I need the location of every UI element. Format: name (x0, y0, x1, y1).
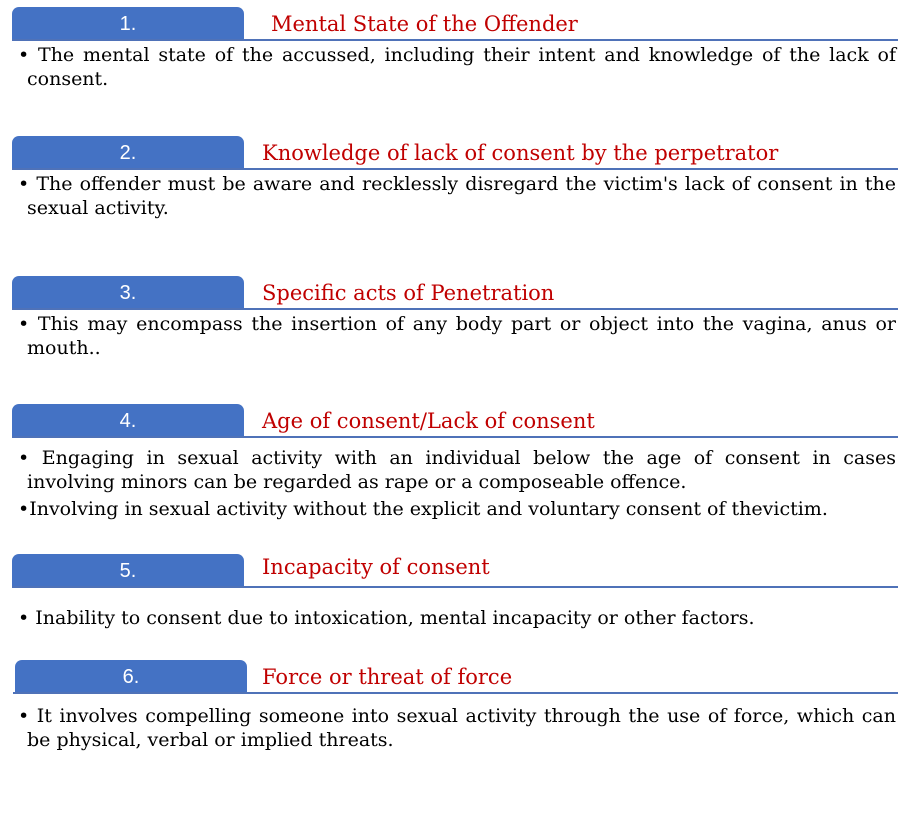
section-header: 4. Age of consent/Lack of consent (0, 404, 910, 438)
bullet-item: •Involving in sexual activity without th… (18, 498, 828, 520)
section-header: 3. Specific acts of Penetration (0, 276, 910, 310)
section-number-tab: 3. (12, 276, 244, 308)
section-number-tab: 4. (12, 404, 244, 436)
header-underline (13, 692, 898, 694)
bullet-item: • It involves compelling someone into se… (18, 705, 896, 751)
section-title: Specific acts of Penetration (262, 281, 555, 305)
section-title: Force or threat of force (262, 665, 513, 689)
header-underline (12, 168, 898, 170)
section-number-tab: 6. (15, 660, 247, 692)
section-6: 6. Force or threat of force • It involve… (0, 660, 910, 752)
section-5: 5. Incapacity of consent • Inability to … (0, 554, 910, 630)
section-body: • This may encompass the insertion of an… (18, 312, 896, 360)
section-header: 6. Force or threat of force (0, 660, 910, 694)
section-title: Incapacity of consent (262, 555, 490, 579)
section-body: • Engaging in sexual activity with an in… (18, 446, 896, 521)
bullet-item: • The offender must be aware and reckles… (18, 173, 896, 219)
bullet-item: • Engaging in sexual activity with an in… (18, 447, 896, 493)
bullet-item: • Inability to consent due to intoxicati… (18, 607, 755, 629)
section-title: Mental State of the Offender (271, 12, 578, 36)
section-number-tab: 5. (12, 554, 244, 586)
section-body: • Inability to consent due to intoxicati… (18, 606, 896, 630)
bullet-item: • The mental state of the accussed, incl… (18, 44, 896, 90)
section-1: 1. Mental State of the Offender • The me… (0, 7, 910, 91)
section-header: 1. Mental State of the Offender (0, 7, 910, 41)
section-body: • It involves compelling someone into se… (18, 704, 896, 752)
header-underline (12, 586, 898, 588)
section-2: 2. Knowledge of lack of consent by the p… (0, 136, 910, 220)
header-underline (12, 436, 898, 438)
header-underline (12, 308, 898, 310)
section-header: 2. Knowledge of lack of consent by the p… (0, 136, 910, 170)
header-underline (12, 39, 898, 41)
section-body: • The mental state of the accussed, incl… (18, 43, 896, 91)
bullet-item: • This may encompass the insertion of an… (18, 313, 896, 359)
section-header: 5. Incapacity of consent (0, 554, 910, 588)
section-number-tab: 2. (12, 136, 244, 168)
section-title: Knowledge of lack of consent by the perp… (262, 141, 779, 165)
section-number-tab: 1. (12, 7, 244, 39)
section-title: Age of consent/Lack of consent (262, 409, 595, 433)
section-4: 4. Age of consent/Lack of consent • Enga… (0, 404, 910, 521)
section-body: • The offender must be aware and reckles… (18, 172, 896, 220)
section-3: 3. Specific acts of Penetration • This m… (0, 276, 910, 360)
